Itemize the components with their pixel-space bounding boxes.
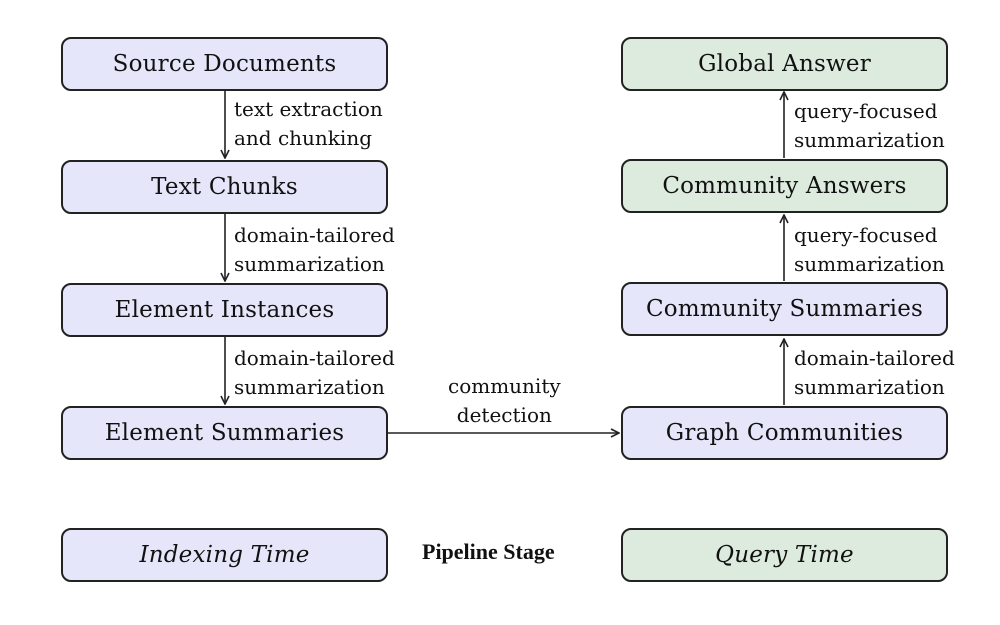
- edge-label-line: summarization: [234, 375, 385, 399]
- edge-label-query-focused-2: query-focused summarization: [794, 97, 945, 155]
- edge-label-detection: community detection: [448, 372, 561, 430]
- edge-label-extraction: text extraction and chunking: [234, 95, 383, 153]
- edge-label-line: summarization: [234, 252, 385, 276]
- stage-label: Element Summaries: [104, 420, 345, 446]
- legend-indexing-time: Indexing Time: [61, 528, 388, 582]
- stage-label: Source Documents: [112, 51, 337, 77]
- stage-label: Element Instances: [114, 297, 335, 323]
- stage-label: Community Answers: [662, 173, 907, 199]
- edge-label-line: community: [448, 374, 561, 398]
- legend-label: Indexing Time: [139, 542, 310, 568]
- edge-label-line: and chunking: [234, 126, 373, 150]
- edge-label-line: domain-tailored: [794, 346, 955, 370]
- stage-graph-communities: Graph Communities: [621, 406, 948, 460]
- legend-query-time: Query Time: [621, 528, 948, 582]
- stage-text-chunks: Text Chunks: [61, 160, 388, 214]
- edge-label-tailored-1: domain-tailored summarization: [234, 221, 395, 279]
- edge-label-line: query-focused: [794, 99, 938, 123]
- stage-community-answers: Community Answers: [621, 159, 948, 213]
- stage-source-documents: Source Documents: [61, 37, 388, 91]
- edge-label-line: query-focused: [794, 223, 938, 247]
- edge-label-tailored-2: domain-tailored summarization: [234, 344, 395, 402]
- stage-label: Community Summaries: [645, 296, 924, 322]
- stage-global-answer: Global Answer: [621, 37, 948, 91]
- edge-label-line: summarization: [794, 252, 945, 276]
- edge-label-line: text extraction: [234, 97, 383, 121]
- edge-label-line: domain-tailored: [234, 346, 395, 370]
- edge-label-line: summarization: [794, 128, 945, 152]
- stage-element-instances: Element Instances: [61, 283, 388, 337]
- stage-element-summaries: Element Summaries: [61, 406, 388, 460]
- edge-label-line: detection: [456, 403, 552, 427]
- edge-label-line: domain-tailored: [234, 223, 395, 247]
- edge-label-query-focused-1: query-focused summarization: [794, 221, 945, 279]
- legend-title: Pipeline Stage: [422, 539, 555, 564]
- edge-label-tailored-3: domain-tailored summarization: [794, 344, 955, 402]
- stage-community-summaries: Community Summaries: [621, 282, 948, 336]
- stage-label: Global Answer: [698, 51, 871, 77]
- stage-label: Graph Communities: [665, 420, 904, 446]
- legend-label: Query Time: [715, 542, 854, 568]
- edge-label-line: summarization: [794, 375, 945, 399]
- stage-label: Text Chunks: [151, 174, 298, 200]
